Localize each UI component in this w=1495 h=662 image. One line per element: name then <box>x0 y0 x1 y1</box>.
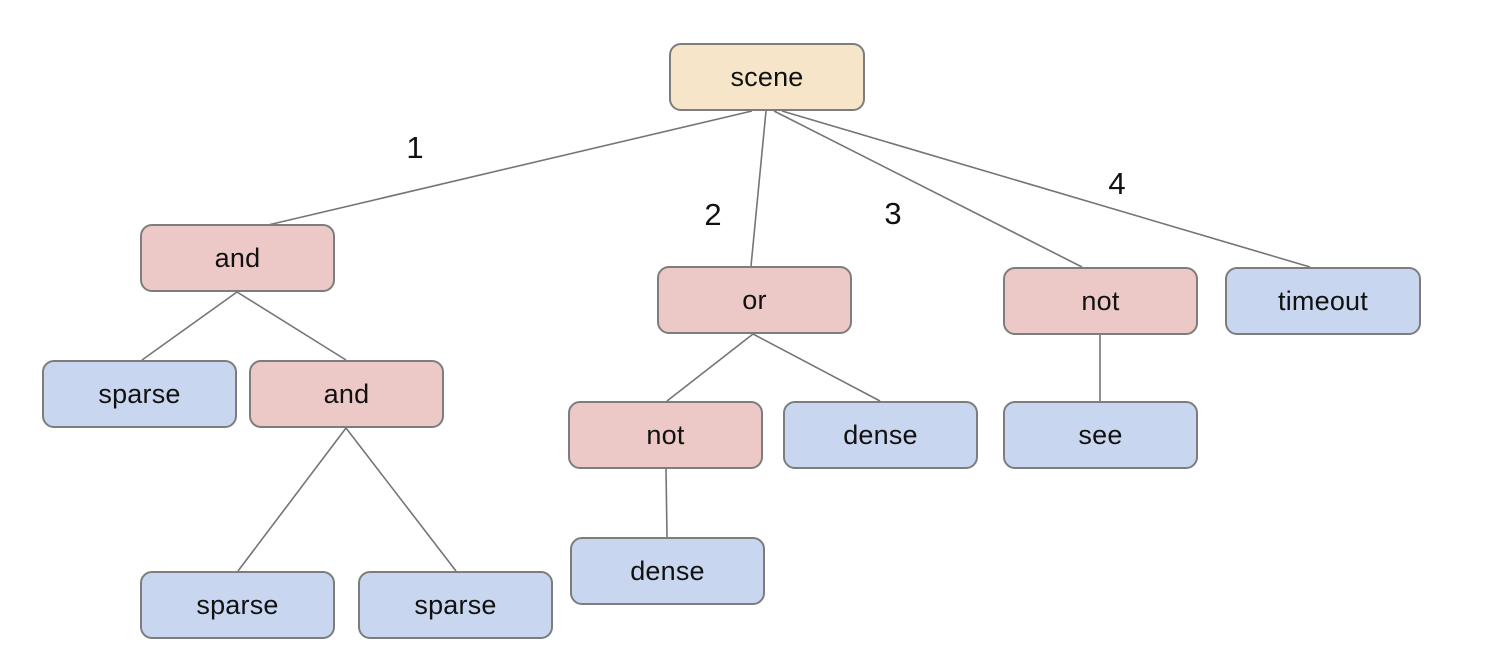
edge-and1-to-sparse1 <box>141 291 238 361</box>
edge-or1-to-not1 <box>666 333 754 402</box>
node-dense2: dense <box>570 537 765 605</box>
node-sparse1: sparse <box>42 360 237 428</box>
node-and1: and <box>140 224 335 292</box>
node-sparse3: sparse <box>358 571 553 639</box>
node-not2: not <box>1003 267 1198 335</box>
edge-label-3: 3 <box>884 196 902 231</box>
edge-and2-to-sparse3 <box>345 427 457 572</box>
edge-not1-to-dense2 <box>665 468 668 538</box>
node-and2: and <box>249 360 444 428</box>
edge-scene-to-or1 <box>750 110 767 267</box>
edge-scene-to-timeout1 <box>781 110 1311 268</box>
edge-scene-to-and1 <box>267 110 753 226</box>
edge-label-4: 4 <box>1108 166 1126 201</box>
edge-scene-to-not2 <box>773 110 1083 268</box>
node-or1: or <box>657 266 852 334</box>
edge-and1-to-and2 <box>236 291 347 361</box>
node-sparse2: sparse <box>140 571 335 639</box>
edge-label-2: 2 <box>704 197 722 232</box>
edge-and2-to-sparse2 <box>237 427 347 572</box>
node-dense1: dense <box>783 401 978 469</box>
edge-or1-to-dense1 <box>752 333 881 402</box>
node-not1: not <box>568 401 763 469</box>
edge-label-1: 1 <box>406 130 424 165</box>
node-scene: scene <box>669 43 865 111</box>
node-timeout1: timeout <box>1225 267 1421 335</box>
node-see1: see <box>1003 401 1198 469</box>
